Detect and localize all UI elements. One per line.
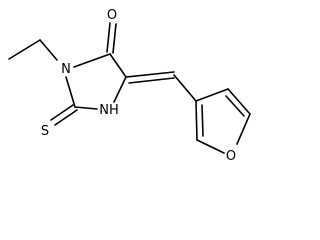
bond-exocyclic-b [128, 77, 175, 84]
ethyl-group [8, 39, 58, 61]
methylidene-double-bond [125, 71, 197, 102]
atom-label-carbonyl-oxygen: O [107, 8, 117, 23]
bond-furan-o-c5 [236, 113, 251, 145]
atom-label-ring-nitrogen: N [61, 62, 71, 77]
carbonyl-double-bond [106, 22, 117, 54]
bond-carbonyl-b [112, 23, 117, 54]
bond-furan-c3-c2 [195, 100, 198, 141]
bond-furan-c3-c2-inner [201, 104, 204, 137]
bond-c2-n3 [65, 76, 76, 108]
bond-ethyl-ch2 [39, 39, 58, 61]
bond-carbonyl-a [106, 22, 111, 53]
atom-label-thione-sulfur: S [41, 124, 49, 139]
molecule-structure-diagram: O N S NH O [8, 8, 251, 164]
bond-n1-c2 [74, 106, 98, 110]
bond-n3-c4 [73, 53, 111, 68]
bond-furan-c5-c4 [227, 88, 251, 115]
bond-furan-c4-c3 [195, 88, 229, 102]
atom-label-nh: NH [99, 103, 119, 118]
bond-furan-c2-o [196, 139, 225, 154]
bond-c5-n1 [113, 76, 127, 103]
furan-ring [195, 88, 251, 154]
bond-ethyl-ch3 [8, 39, 41, 60]
bond-thione-a [50, 104, 74, 121]
bond-ch-furan [173, 74, 197, 102]
bond-thione-b [54, 109, 78, 126]
bond-c4-c5 [109, 53, 127, 78]
imidazolidinone-ring [65, 53, 127, 110]
thione-double-bond [50, 104, 78, 126]
atom-label-furan-oxygen: O [226, 149, 236, 164]
bond-exocyclic-a [125, 71, 175, 78]
bond-furan-c5-c4-inner [225, 95, 245, 117]
